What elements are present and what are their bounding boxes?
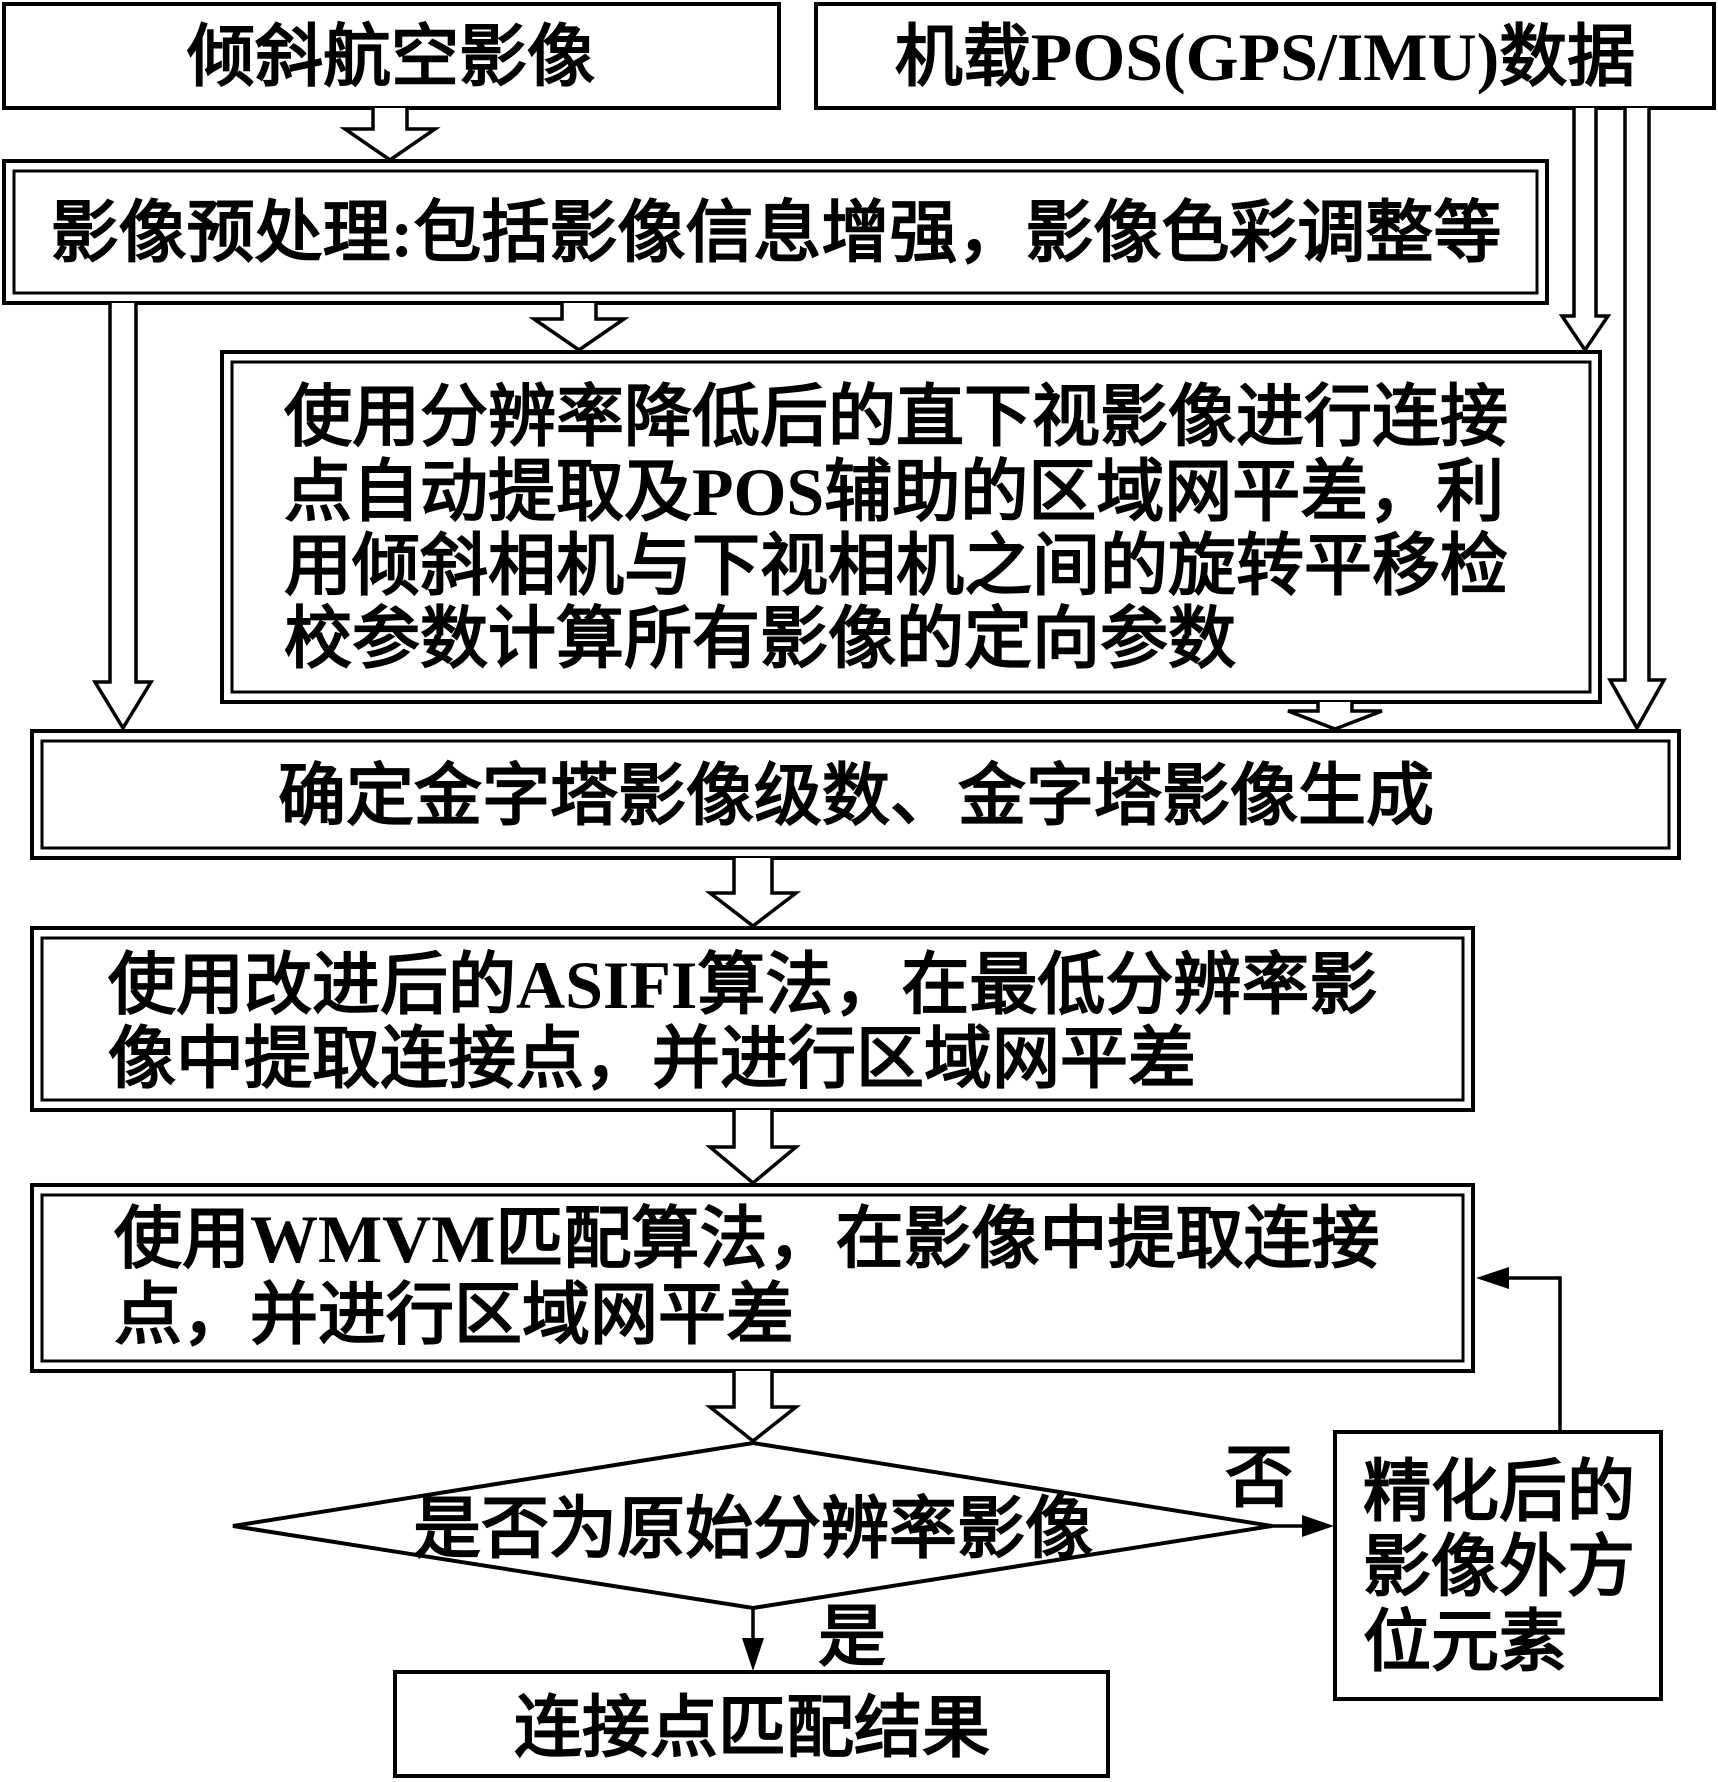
- arrow-feedback-to-wmvm: [1476, 1267, 1562, 1432]
- arrow-pyramid-to-asifi: [704, 858, 802, 929]
- asifi-matching-box-inner: [40, 936, 1465, 1102]
- pyramid-box-inner: [40, 739, 1671, 850]
- arrow-feedback-head: [1476, 1267, 1509, 1289]
- arrow-wmvm-to-decision: [704, 1371, 802, 1444]
- preprocess-node: 影像预处理:包括影像信息增强，影像色彩调整等: [2, 159, 1549, 305]
- preprocess-label: 影像预处理:包括影像信息增强，影像色彩调整等: [51, 195, 1502, 271]
- result-label: 连接点匹配结果: [514, 1690, 990, 1766]
- oblique-images-node: 倾斜航空影像: [2, 2, 781, 110]
- arrow-decision-no-head: [1302, 1515, 1334, 1537]
- decision-yes-label: 是: [818, 1599, 886, 1675]
- arrow-preprocess-to-nadir: [528, 303, 630, 353]
- asifi-matching-box-outer: [30, 926, 1475, 1112]
- wmvm-matching-line-1: 使用WMVM匹配算法，在影像中提取连接: [114, 1201, 1379, 1277]
- arrow-decision-yes-head: [742, 1638, 764, 1671]
- oblique-images-box: [2, 2, 781, 110]
- refined-orientation-box: [1333, 1430, 1663, 1701]
- arrow-preprocess-to-pyramid: [91, 303, 155, 732]
- asifi-matching-line-1: 使用改进后的ASIFI算法，在最低分辨率影: [108, 947, 1377, 1023]
- arrow-pos-to-pyramid: [1607, 108, 1667, 732]
- oblique-images-label: 倾斜航空影像: [186, 19, 595, 95]
- decision-question: 是否为原始分辨率影像: [413, 1491, 1093, 1567]
- nadir-adjustment-line-3: 用倾斜相机与下视相机之间的旋转平移检: [284, 528, 1508, 604]
- wmvm-matching-box-inner: [40, 1193, 1465, 1363]
- preprocess-box-inner: [12, 169, 1539, 295]
- nadir-adjustment-node: 使用分辨率降低后的直下视影像进行连接 点自动提取及POS辅助的区域网平差，利 用…: [220, 350, 1602, 704]
- nadir-adjustment-line-1: 使用分辨率降低后的直下视影像进行连接: [284, 379, 1508, 455]
- arrow-images-to-preprocess: [339, 108, 441, 163]
- arrow-asifi-to-wmvm: [705, 1110, 801, 1186]
- pyramid-node: 确定金字塔影像级数、金字塔影像生成: [30, 729, 1681, 860]
- asifi-matching-node: 使用改进后的ASIFI算法，在最低分辨率影 像中提取连接点，并进行区域网平差: [30, 926, 1475, 1112]
- refined-orientation-node: 精化后的 影像外方 位元素: [1333, 1430, 1663, 1701]
- pyramid-label: 确定金字塔影像级数、金字塔影像生成: [278, 758, 1434, 834]
- arrow-feedback-line: [1506, 1276, 1562, 1432]
- wmvm-matching-node: 使用WMVM匹配算法，在影像中提取连接 点，并进行区域网平差: [30, 1183, 1475, 1373]
- pos-data-node: 机载POS(GPS/IMU)数据: [814, 2, 1716, 110]
- refined-orientation-line-1: 精化后的: [1363, 1454, 1635, 1530]
- nadir-adjustment-box-inner: [230, 360, 1592, 694]
- pos-data-label: 机载POS(GPS/IMU)数据: [895, 19, 1635, 95]
- asifi-matching-line-2: 像中提取连接点，并进行区域网平差: [108, 1021, 1196, 1097]
- nadir-adjustment-line-2: 点自动提取及POS辅助的区域网平差，利: [284, 454, 1504, 530]
- decision-node: 是否为原始分辨率影像: [232, 1440, 1273, 1611]
- pyramid-box-outer: [30, 729, 1681, 860]
- result-node: 连接点匹配结果: [393, 1670, 1110, 1778]
- arrow-pos-to-nadir: [1558, 108, 1612, 354]
- decision-no-label: 否: [1225, 1440, 1293, 1516]
- pos-data-box: [814, 2, 1716, 110]
- arrow-decision-yes: [742, 1608, 764, 1671]
- result-box: [393, 1670, 1110, 1778]
- nadir-adjustment-line-4: 校参数计算所有影像的定向参数: [284, 601, 1236, 677]
- nadir-adjustment-box-outer: [220, 350, 1602, 704]
- wmvm-matching-line-2: 点，并进行区域网平差: [114, 1277, 794, 1353]
- refined-orientation-line-2: 影像外方: [1363, 1529, 1635, 1605]
- arrow-nadir-to-pyramid: [1287, 702, 1383, 731]
- refined-orientation-line-3: 位元素: [1363, 1604, 1567, 1680]
- arrow-decision-no: [1272, 1515, 1334, 1537]
- preprocess-box-outer: [2, 159, 1549, 305]
- wmvm-matching-box-outer: [30, 1183, 1475, 1373]
